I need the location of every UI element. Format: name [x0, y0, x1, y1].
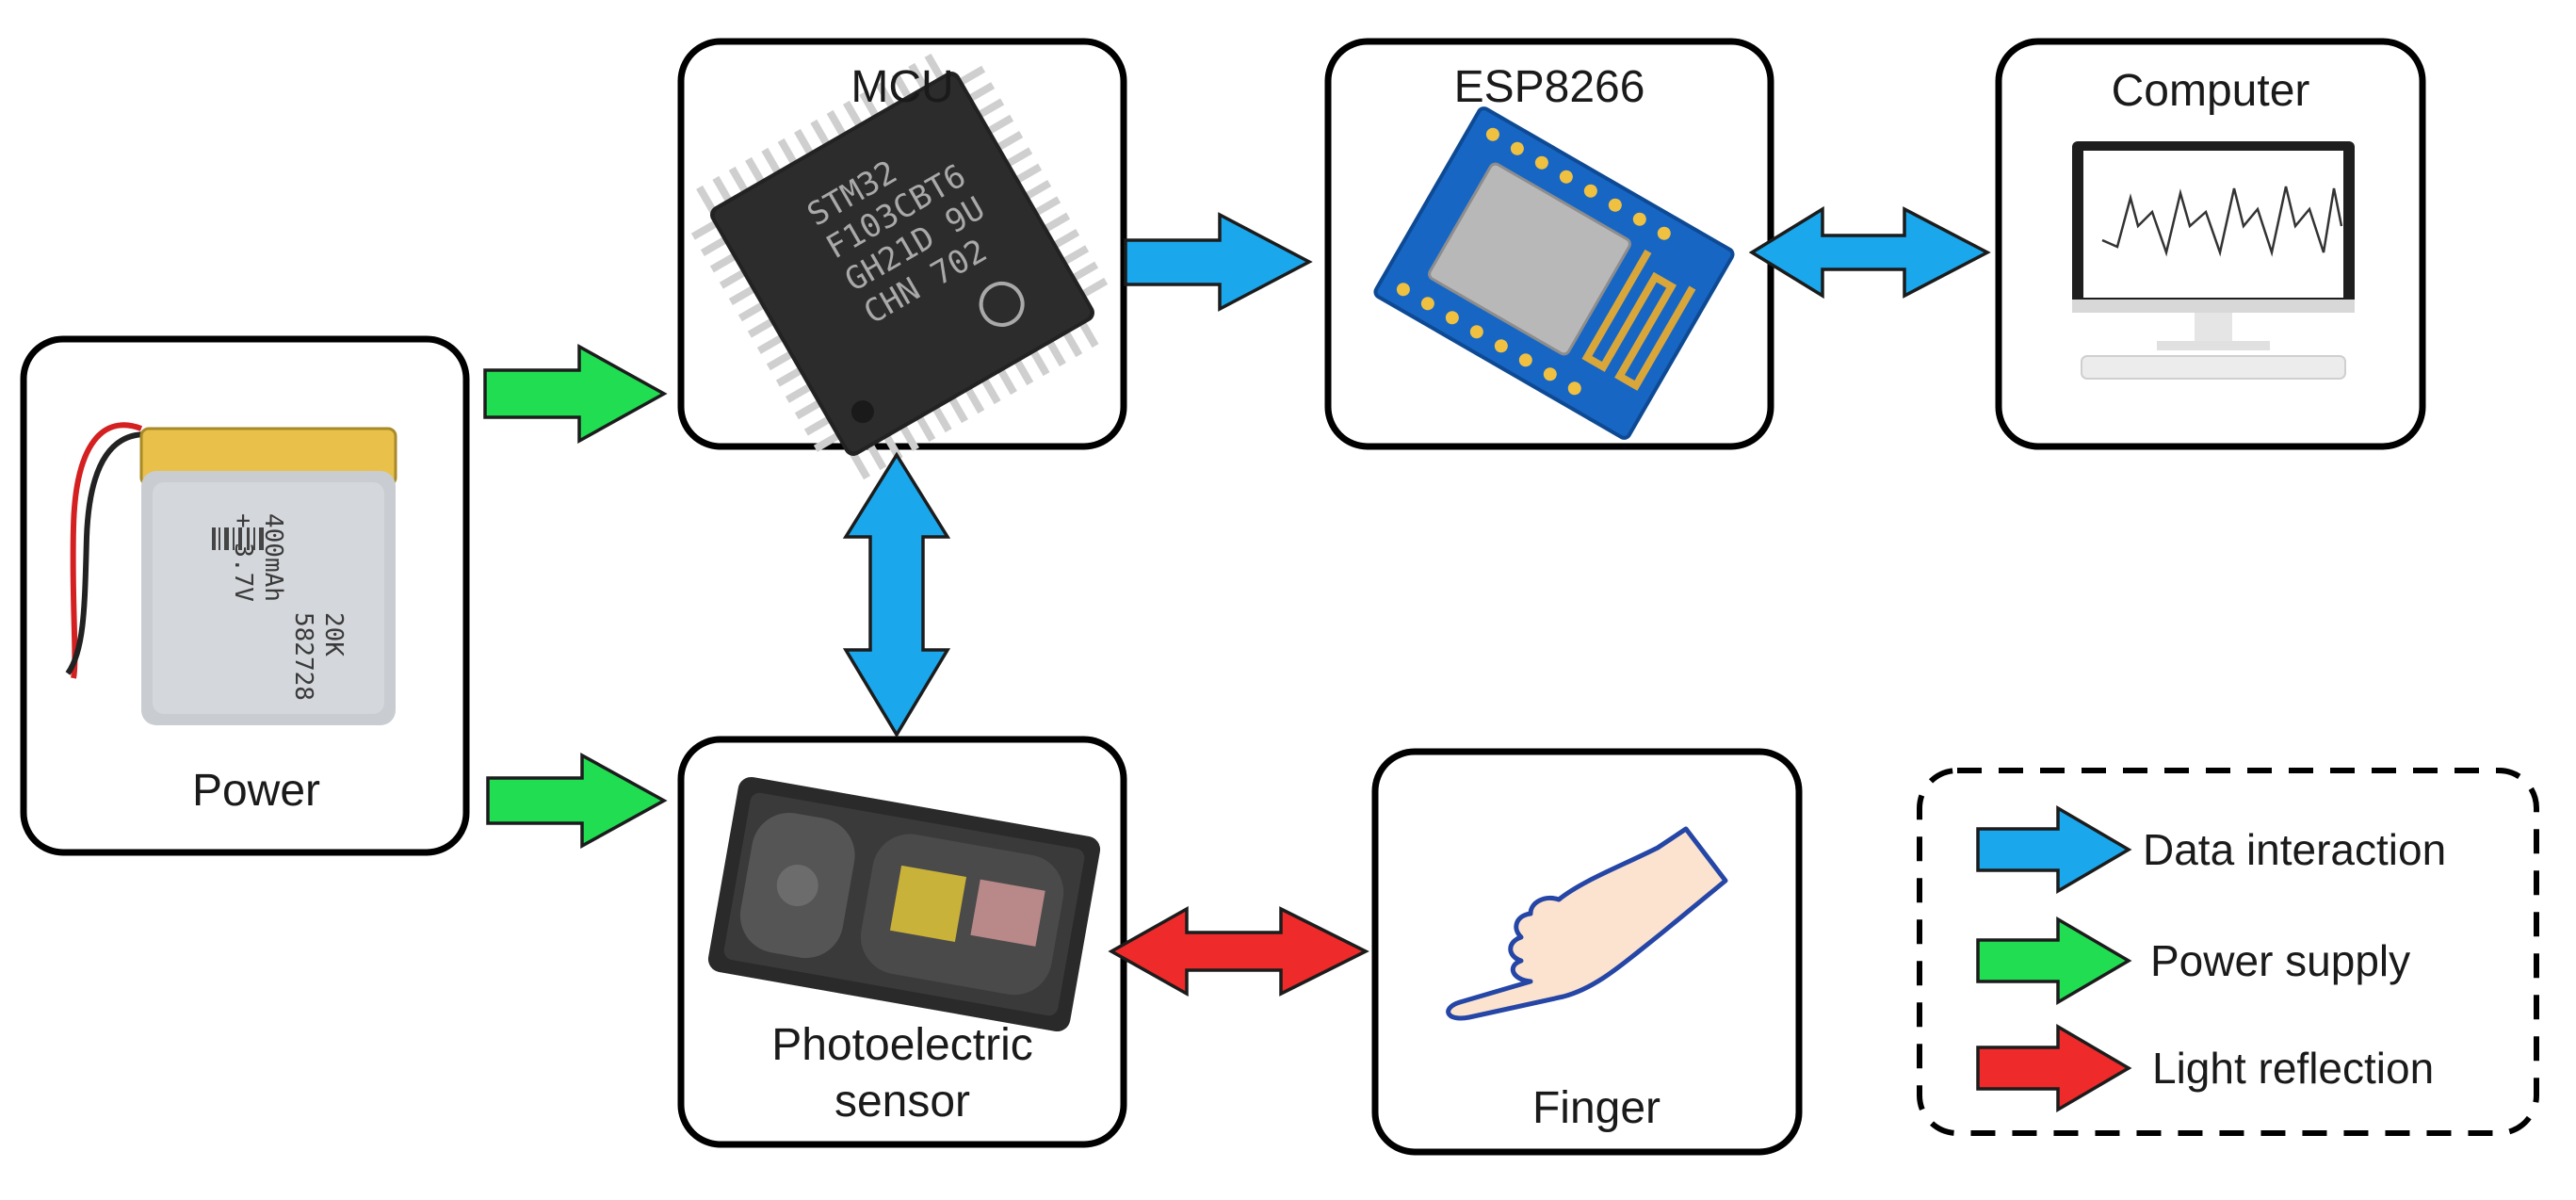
- legend-arrow-light: [1976, 1023, 2132, 1113]
- lipo-battery-icon: + 3.7V 400mAh 582728 20K: [65, 422, 397, 725]
- legend-arrow-power: [1976, 916, 2132, 1006]
- computer-label: Computer: [2112, 66, 2310, 116]
- legend-label-data: Data interaction: [2143, 825, 2446, 874]
- battery-label-capacity: 400mAh: [259, 513, 287, 602]
- mcu-label: MCU: [851, 62, 953, 112]
- legend-label-light: Light reflection: [2152, 1044, 2434, 1093]
- chip-pins-left: [690, 219, 842, 452]
- battery-label-model: 582728: [289, 612, 317, 701]
- sensor-label-line2: sensor: [834, 1077, 970, 1127]
- chip-pins-top: [696, 53, 946, 214]
- power-to-sensor-arrow: [486, 753, 668, 849]
- power-to-mcu-arrow: [483, 344, 668, 444]
- esp8266-label: ESP8266: [1454, 62, 1645, 112]
- battery-label-batch: 20K: [319, 612, 348, 657]
- power-label: Power: [192, 766, 320, 816]
- mcu-sensor-bidirectional-arrow: [842, 451, 951, 738]
- legend-box: [1917, 768, 2539, 1136]
- esp8266-module-icon: [1373, 106, 1735, 440]
- computer-monitor-icon: [2072, 141, 2355, 380]
- esp-computer-bidirectional-arrow: [1748, 205, 1991, 300]
- pointing-finger-icon: [1446, 826, 1728, 1021]
- finger-label: Finger: [1532, 1083, 1661, 1133]
- chip-pins-right: [957, 65, 1109, 299]
- legend-label-power: Power supply: [2150, 936, 2410, 985]
- sensor-label-line1: Photoelectric: [771, 1020, 1032, 1070]
- battery-label-voltage: + 3.7V: [229, 513, 257, 602]
- mcu-chip-icon: STM32 F103CBT6 GH21D 9U CHN 702: [690, 53, 1109, 480]
- sensor-finger-bidirectional-arrow: [1108, 906, 1369, 997]
- ppg-waveform: [2101, 186, 2343, 257]
- mcu-to-esp-arrow: [1124, 212, 1313, 312]
- legend-arrow-data: [1976, 804, 2132, 895]
- photoelectric-sensor-icon: [707, 776, 1101, 1032]
